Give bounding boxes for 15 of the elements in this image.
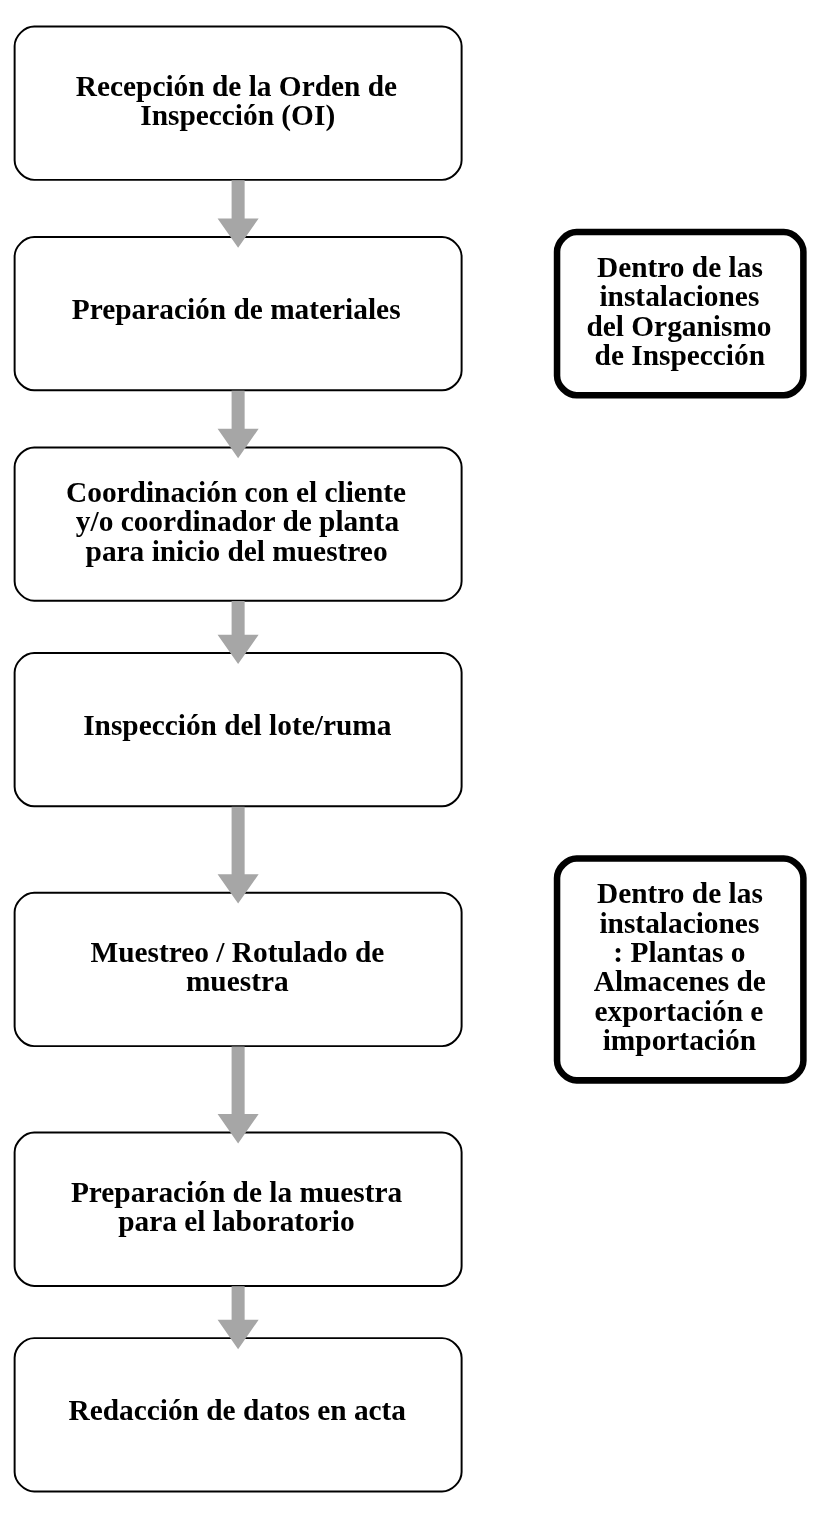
arrow [217, 390, 259, 458]
node-box: Dentro de las instalaciones del Organismo de Inspección [553, 228, 807, 398]
node-box: Recepción de la Orden de Inspección (OI) [13, 25, 463, 181]
node-box: Coordinación con el cliente y/o coordinador de planta para inicio del muestreo [13, 445, 463, 602]
arrow [217, 600, 259, 664]
arrow [217, 179, 259, 248]
arrow [217, 806, 259, 904]
node-box: Preparación de la muestra para el laboratorio [13, 1131, 463, 1287]
node-box: Redacción de datos en acta [13, 1336, 463, 1492]
node-box: Dentro de las instalaciones : Plantas o Almacenes de exportación e importación [553, 854, 807, 1084]
node-box: Preparación de materiales [13, 235, 463, 391]
node-box: Inspección del lote/ruma [13, 651, 463, 807]
arrow [217, 1285, 259, 1349]
node-box: Muestreo / Rotulado de muestra [13, 891, 463, 1047]
arrow [217, 1046, 259, 1143]
